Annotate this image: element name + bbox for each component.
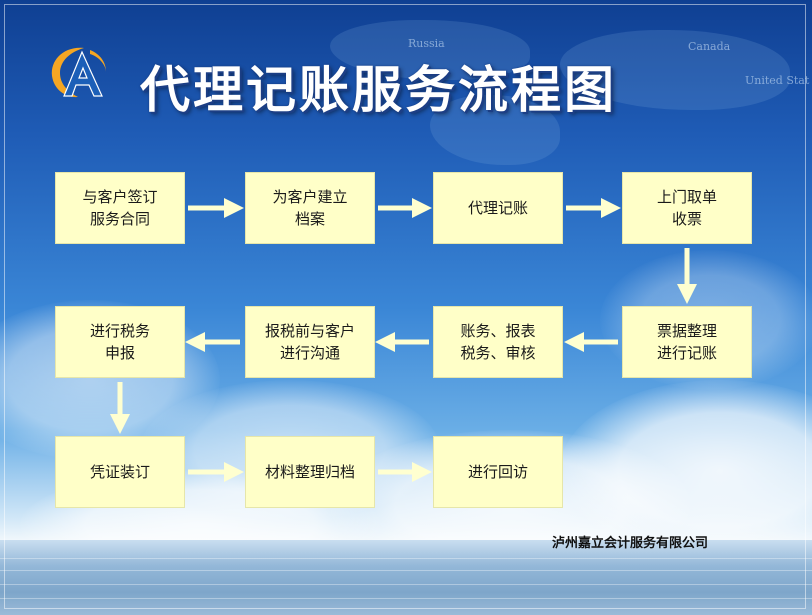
step-box-client-communication: 报税前与客户 进行沟通: [245, 306, 375, 378]
map-continent-shape: [560, 30, 790, 110]
map-continent-shape: [430, 95, 560, 165]
sea-band: [0, 540, 812, 615]
step-box-voucher-binding: 凭证装订: [55, 436, 185, 508]
map-continent-shape: [330, 20, 530, 80]
company-logo-icon: [51, 47, 106, 98]
step-box-build-archive: 为客户建立 档案: [245, 172, 375, 244]
step-box-audit: 账务、报表 税务、审核: [433, 306, 563, 378]
company-name: 泸州嘉立会计服务有限公司: [552, 536, 709, 551]
step-box-archive-materials: 材料整理归档: [245, 436, 375, 508]
step-box-sign-contract: 与客户签订 服务合同: [55, 172, 185, 244]
step-box-tax-filing: 进行税务 申报: [55, 306, 185, 378]
frame-border: [4, 4, 806, 609]
page-title: 代理记账服务流程图: [140, 61, 617, 119]
step-box-bookkeeping: 代理记账: [433, 172, 563, 244]
map-label-united-states: United Stat: [745, 74, 810, 87]
map-label-canada: Canada: [688, 40, 731, 53]
step-box-follow-up: 进行回访: [433, 436, 563, 508]
map-label-russia: Russia: [408, 37, 445, 50]
cloud: [560, 380, 812, 560]
step-box-collect-receipts: 上门取单 收票: [622, 172, 752, 244]
step-box-organize-receipts: 票据整理 进行记账: [622, 306, 752, 378]
